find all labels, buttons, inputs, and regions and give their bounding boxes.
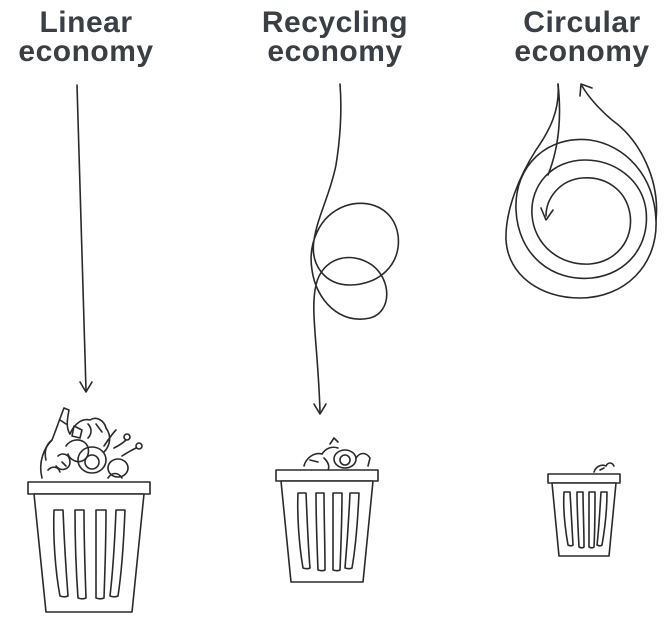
linear-can-body <box>33 493 145 613</box>
linear-overflowing-trash <box>27 407 151 613</box>
circular-spiral-path-arrow <box>505 83 658 299</box>
recycling-title-line1: Recycling <box>261 6 409 39</box>
recycling-looped-path-arrow <box>310 83 400 415</box>
recycling-can-rim <box>275 469 379 482</box>
recycling-garbage-pile <box>303 437 371 471</box>
recycling-title-line2: economy <box>267 35 403 68</box>
circular-can-rim <box>547 473 621 484</box>
linear-path-arrow <box>76 84 93 393</box>
circular-garbage-pile <box>593 462 615 473</box>
linear-can-rim <box>27 481 151 495</box>
recycling-economy-title: Recycling economy <box>250 6 420 68</box>
linear-title-line1: Linear <box>39 6 133 39</box>
recycling-partial-trash <box>275 437 379 583</box>
linear-garbage-pile <box>39 407 143 479</box>
circular-nearly-empty-trash <box>547 462 621 557</box>
linear-title-line2: economy <box>18 35 154 68</box>
linear-economy-title: Linear economy <box>0 6 172 68</box>
circular-title-line2: economy <box>514 35 650 68</box>
circular-economy-title: Circular economy <box>500 6 664 68</box>
circular-title-line1: Circular <box>523 6 641 39</box>
